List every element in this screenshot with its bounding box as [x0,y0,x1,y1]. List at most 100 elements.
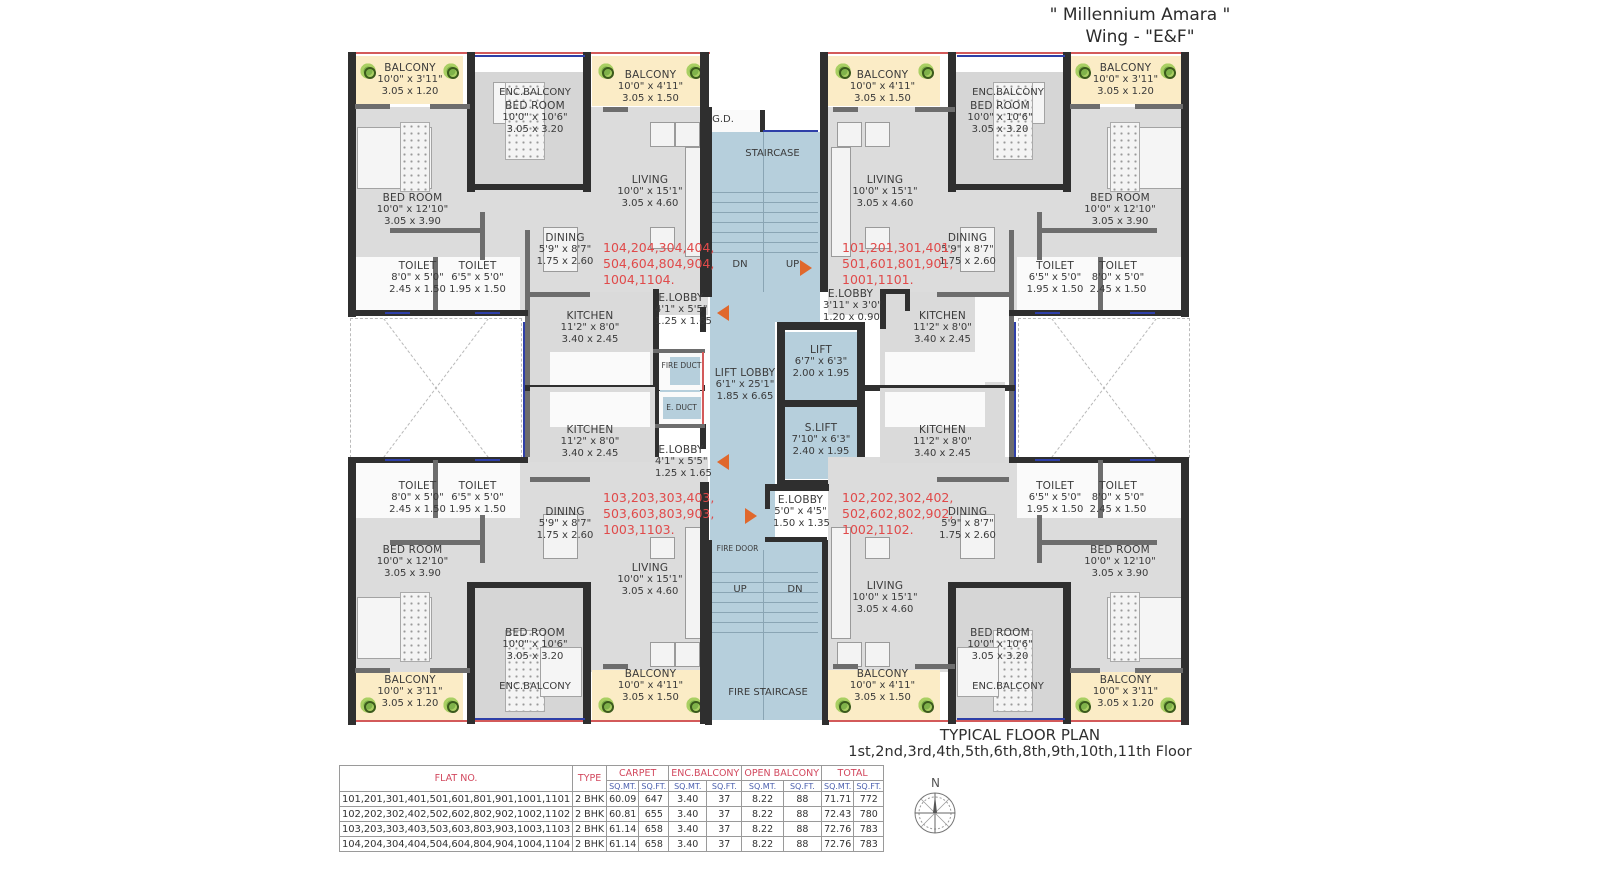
carpet-sqft-cell: 658 [638,836,670,852]
sub-sqmt: SQ.MT. [668,780,708,792]
balcony-br-a-label: BALCONY 10'0" x 4'11" 3.05 x 1.50 [849,668,916,703]
project-title-block: " Millennium Amara " Wing - "E&F" [1040,4,1240,48]
wall [1098,460,1103,518]
wall [430,668,470,673]
fire-staircase-label: FIRE STAIRCASE [728,687,808,698]
toilet2-tr-label: TOILET 8'0" x 5'0" 2.45 x 1.50 [1089,260,1147,295]
flat-cell: 103,203,303,403,503,603,803,903,1003,110… [338,821,574,837]
kitchen-platform-tr [885,352,985,387]
wall [653,289,659,529]
toilet2-tl-label: TOILET 6'5" x 5'0" 1.95 x 1.50 [449,260,506,295]
plant-icon [595,60,617,82]
col-flat-no: FLAT NO. [338,765,574,792]
open-void-left [350,318,522,458]
total-sqft-cell: 783 [853,836,885,852]
sub-sqft: SQ.FT. [706,780,743,792]
lift-lobby-area [710,292,775,542]
boundary-line [823,720,1188,722]
kitchen-platform-tl [550,352,650,387]
sofa-chair-icon [650,122,675,147]
dining-table-icon [543,514,578,559]
dining-table-icon [960,227,995,272]
wall [948,582,956,724]
wall [1037,212,1042,260]
plan-floors: 1st,2nd,3rd,4th,5th,6th,8th,9th,10th,11t… [848,744,1192,760]
open-sqft-cell: 88 [782,791,823,807]
open-sqmt-cell: 8.22 [741,791,784,807]
plan-title: TYPICAL FLOOR PLAN [939,726,1101,744]
living-bl-label: LIVING 10'0" x 15'1" 3.05 x 4.60 [617,562,683,597]
enc-balcony-br-label: ENC.BALCONY [972,681,1044,692]
wall [1135,668,1183,673]
wall [937,477,1009,482]
entry-arrow-icon [745,508,757,524]
bedroom1-bl-label: BED ROOM 10'0" x 12'10" 3.05 x 3.90 [376,544,449,579]
wall [480,515,485,563]
wall [390,228,485,233]
compass-rose-icon: N [905,775,965,837]
wall [760,110,765,132]
elobby-bl-label: E.LOBBY 4'1" x 5'5" 1.25 x 1.65 [655,444,712,479]
window [385,459,410,461]
project-name: " Millennium Amara " [1049,5,1231,25]
elobby-tr-label: E.LOBBY 3'11" x 3'0" 1.20 x 0.90 [823,288,882,323]
balcony-bl-a-label: BALCONY 10'0" x 3'11" 3.05 x 1.20 [377,674,443,709]
living-br-label: LIVING 10'0" x 15'1" 3.05 x 4.60 [852,580,918,615]
window [957,55,1065,57]
plant-icon [357,694,379,716]
kitchen-platform-bl [550,392,650,427]
enc-sqmt-cell: 3.40 [668,836,708,852]
sofa-chair-icon [650,537,675,559]
carpet-sqft-cell: 658 [638,821,670,837]
service-lift-label: S.LIFT 7'10" x 6'3" 2.40 x 1.95 [791,422,851,457]
enc-sqmt-cell: 3.40 [668,806,708,822]
plant-icon [1157,60,1179,82]
svg-text:N: N [931,776,940,790]
fire-staircase-area [710,540,825,720]
col-type: TYPE [572,765,608,792]
total-sqmt-cell: 72.76 [821,836,855,852]
fire-stair-up-label: UP [733,584,747,595]
plant-icon [1072,694,1094,716]
window [763,130,818,132]
sofa-icon [831,147,851,257]
table-row: 102,202,302,402,502,602,802,902,1002,110… [338,806,885,822]
wall [822,540,829,725]
toilet1-tr-label: TOILET 6'5" x 5'0" 1.95 x 1.50 [1026,260,1084,295]
plant-icon [915,60,937,82]
bed-icon [957,647,999,697]
boundary-line [350,720,710,722]
stair-divider [763,132,764,292]
wall [700,482,709,724]
floor-plan: G.D. STAIRCASE DN UP LIFT LOBBY 6'1" x 2… [345,52,1195,725]
wall [1063,52,1071,192]
open-sqft-cell: 88 [782,836,823,852]
total-sqmt-cell: 72.43 [821,806,855,822]
staircase-dn-label: DN [732,259,748,270]
window [1130,459,1155,461]
open-sqmt-cell: 8.22 [741,836,784,852]
type-cell: 2 BHK [572,806,608,822]
enc-sqft-cell: 37 [706,806,743,822]
enc-sqft-cell: 37 [706,836,743,852]
total-sqft-cell: 772 [853,791,885,807]
wall [833,107,858,112]
wall [390,540,485,545]
wall [480,212,485,260]
wall [473,184,588,190]
type-cell: 2 BHK [572,791,608,807]
bed-cover-icon [505,630,545,712]
bedroom2-bl-label: BED ROOM 10'0" x 10'6" 3.05 x 3.20 [502,627,568,662]
gd-label: G.D. [712,114,734,125]
plan-caption: TYPICAL FLOOR PLAN 1st,2nd,3rd,4th,5th,6… [835,726,1205,761]
wall [348,52,356,317]
entry-arrow-icon [800,260,812,276]
balcony-tl-b-label: BALCONY 10'0" x 4'11" 3.05 x 1.50 [617,69,684,104]
wall [348,310,528,316]
lift-lobby-area [775,292,820,322]
wall [653,424,705,428]
wall [530,292,590,297]
carpet-sqmt-cell: 60.81 [606,806,640,822]
wall [1181,52,1189,317]
enc-sqft-cell: 37 [706,791,743,807]
